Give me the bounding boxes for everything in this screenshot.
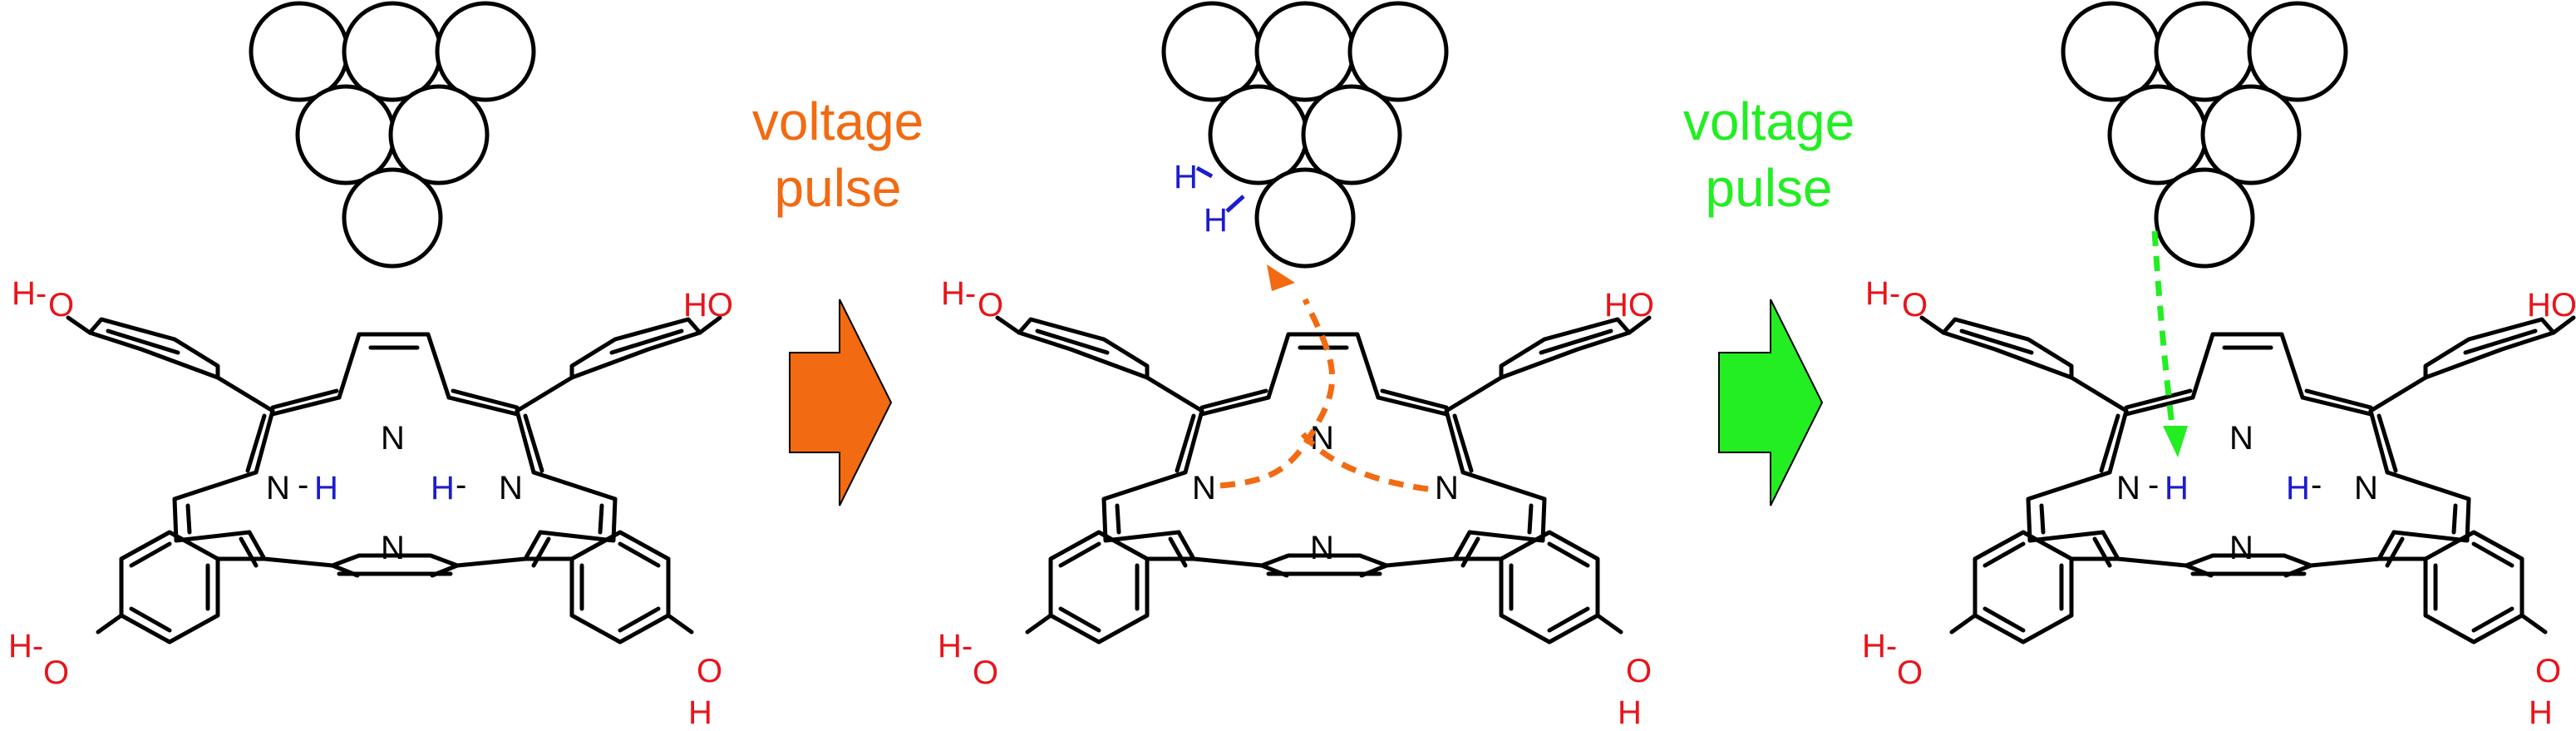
tip-hydrogen-2: H [1204,202,1228,239]
porphyrin-molecule [997,318,1649,642]
porphyrin-molecule [68,318,720,642]
atom-n-bottom: N [2229,530,2253,566]
bond-dash-right: - [456,467,466,503]
atom-n-left: N [1192,470,1216,506]
oxygen-top-left: O [48,287,74,324]
hydroxyl-top-right: HO [1604,287,1654,324]
atom-n-top: N [381,420,405,457]
arrow-right-icon [789,299,893,506]
oxygen-bottom-right: O [2535,653,2561,689]
hydroxyl-bottom-left-h: H- [938,628,973,664]
hydroxyl-bottom-left-h: H- [8,628,43,664]
hydroxyl-top-right: HO [2527,287,2576,324]
atom-n-top: N [2229,420,2253,457]
hydrogen-bottom-right: H [1618,694,1642,731]
hydroxyl-top-right: HO [683,287,733,324]
atom-n-left: N [2116,470,2140,506]
panel-intermediate: H H N N N N H- O HO H- O O H [938,3,1654,731]
oxygen-bottom-left: O [43,654,69,691]
atom-n-right: N [499,470,523,506]
bond-dash-right: - [2311,467,2322,503]
panel-final: N N N N - H H - H- O HO H- O O H [1862,3,2576,731]
oxygen-bottom-right: O [697,653,722,689]
oxygen-bottom-left: O [973,654,998,691]
atom-n-right: N [2354,470,2378,506]
pulse-step-1: voltage pulse [752,91,924,506]
arrow-right-icon [1718,299,1824,506]
atom-h-right: H [431,470,455,506]
hydroxyl-top-left: H- [941,275,976,312]
atom-n-bottom: N [1310,530,1334,566]
bond-dash-left: - [2148,467,2159,503]
atom-n-left: N [266,470,290,506]
atom-h-right: H [2286,470,2310,506]
hydrogen-transfer-path [1219,298,1335,489]
tip-h-bond-1 [1195,165,1214,179]
pulse-label-2-line-2: pulse [1706,158,1833,218]
atom-h-left: H [2165,470,2189,506]
porphyrin-molecule [1922,318,2574,642]
pulse-label-2-line-1: voltage [1683,91,1854,151]
atom-n-bottom: N [381,530,405,566]
hydrogen-transfer-path-2 [1299,430,1429,492]
arrow-down-icon [2163,426,2188,457]
oxygen-bottom-right: O [1626,653,1652,689]
hydroxyl-top-left: H- [1865,275,1900,312]
hydrogen-return-path [2151,230,2176,433]
stm-tip-icon [251,3,534,266]
atom-n-right: N [1435,470,1459,506]
arrow-up-icon [1267,264,1295,291]
oxygen-top-left: O [978,287,1003,324]
tip-h-bond-2 [1225,195,1245,213]
atom-h-left: H [314,470,338,506]
oxygen-top-left: O [1902,287,1928,324]
hydroxyl-top-left: H- [12,275,47,312]
bond-dash-left: - [298,467,308,503]
hydroxyl-bottom-left-h: H- [1862,628,1897,664]
pulse-step-2: voltage pulse [1683,91,1854,506]
hydrogen-bottom-right: H [2529,694,2553,731]
pulse-label-1-line-1: voltage [752,91,924,151]
tip-hydrogen-1: H [1174,159,1198,195]
stm-tip-icon [2063,3,2346,266]
hydrogen-bottom-right: H [688,694,712,731]
oxygen-bottom-left: O [1897,654,1923,691]
pulse-label-1-line-2: pulse [775,158,902,218]
panel-initial: N N N N - H H - H- O HO H- O O H [8,3,733,731]
